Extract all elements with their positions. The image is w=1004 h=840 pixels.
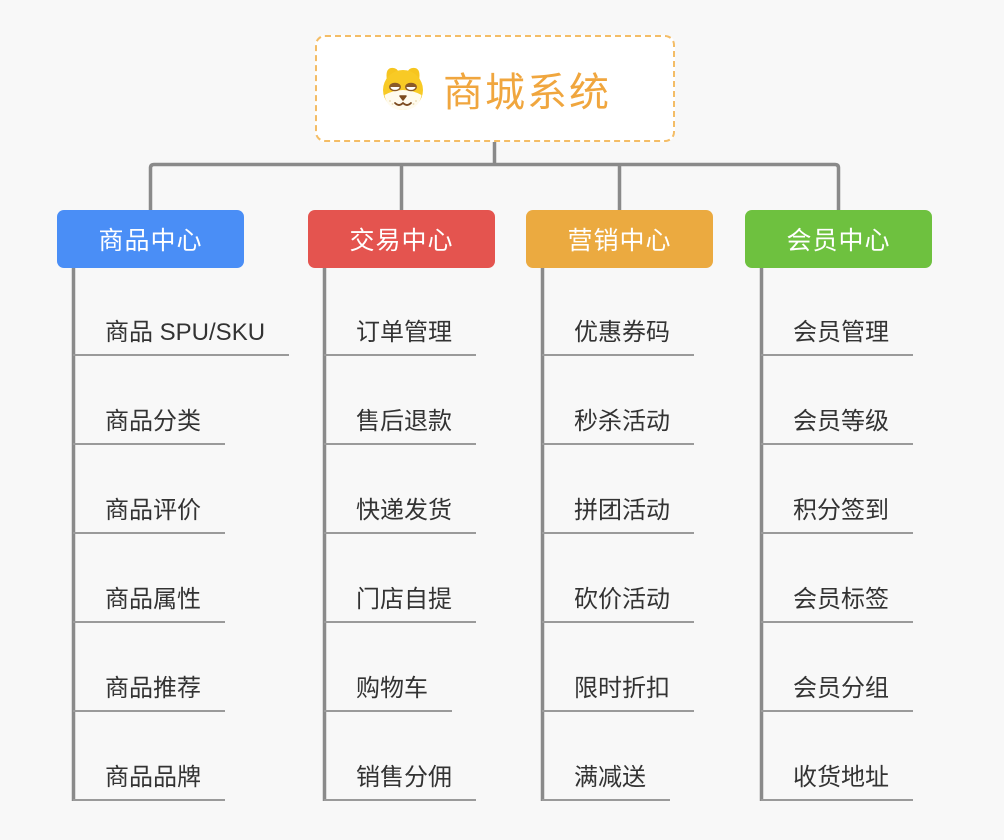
leaf-node-bargain-activity[interactable]: 砍价活动 <box>542 583 694 623</box>
leaf-node-shopping-cart[interactable]: 购物车 <box>324 672 452 712</box>
branch-label: 会员中心 <box>786 227 891 255</box>
branch-label: 营销中心 <box>567 227 672 255</box>
root-node-label: 商城系统 <box>443 70 611 115</box>
leaf-node-aftersale-refund[interactable]: 售后退款 <box>324 405 476 445</box>
leaf-node-product-review[interactable]: 商品评价 <box>73 494 225 534</box>
branch-node-trade-center[interactable]: 交易中心 <box>308 210 495 268</box>
leaf-node-full-reduction[interactable]: 满减送 <box>542 761 670 801</box>
leaf-node-product-spu-sku[interactable]: 商品 SPU/SKU <box>73 316 290 356</box>
leaf-node-member-management[interactable]: 会员管理 <box>761 316 913 356</box>
branch-node-member-center[interactable]: 会员中心 <box>745 210 932 268</box>
leaf-node-group-buy[interactable]: 拼团活动 <box>542 494 694 534</box>
leaf-node-limited-time-discount[interactable]: 限时折扣 <box>542 672 694 712</box>
branch-node-product-center[interactable]: 商品中心 <box>57 210 244 268</box>
leaf-node-member-level[interactable]: 会员等级 <box>761 405 913 445</box>
leaf-node-order-management[interactable]: 订单管理 <box>324 316 476 356</box>
branch-label: 交易中心 <box>349 227 454 255</box>
leaf-node-express-delivery[interactable]: 快递发货 <box>324 494 476 534</box>
leaf-node-member-group[interactable]: 会员分组 <box>761 672 913 712</box>
leaf-node-points-checkin[interactable]: 积分签到 <box>761 494 913 534</box>
bus-line <box>148 162 841 210</box>
leaf-node-product-recommend[interactable]: 商品推荐 <box>73 672 225 712</box>
leaf-node-coupon-code[interactable]: 优惠券码 <box>542 316 694 356</box>
leaf-node-flash-sale[interactable]: 秒杀活动 <box>542 405 694 445</box>
branch-label: 商品中心 <box>98 227 203 255</box>
leaf-node-product-category[interactable]: 商品分类 <box>73 405 225 445</box>
leaf-node-product-attribute[interactable]: 商品属性 <box>73 583 225 623</box>
leaf-node-member-tag[interactable]: 会员标签 <box>761 583 913 623</box>
leaf-node-product-brand[interactable]: 商品品牌 <box>73 761 225 801</box>
branch-node-marketing-center[interactable]: 营销中心 <box>526 210 713 268</box>
leaf-node-sales-commission[interactable]: 销售分佣 <box>324 761 476 801</box>
dog-face-icon <box>383 67 423 110</box>
leaf-node-store-pickup[interactable]: 门店自提 <box>324 583 476 623</box>
root-node-mall-system[interactable]: 商城系统 <box>315 35 675 142</box>
leaf-node-shipping-address[interactable]: 收货地址 <box>761 761 913 801</box>
